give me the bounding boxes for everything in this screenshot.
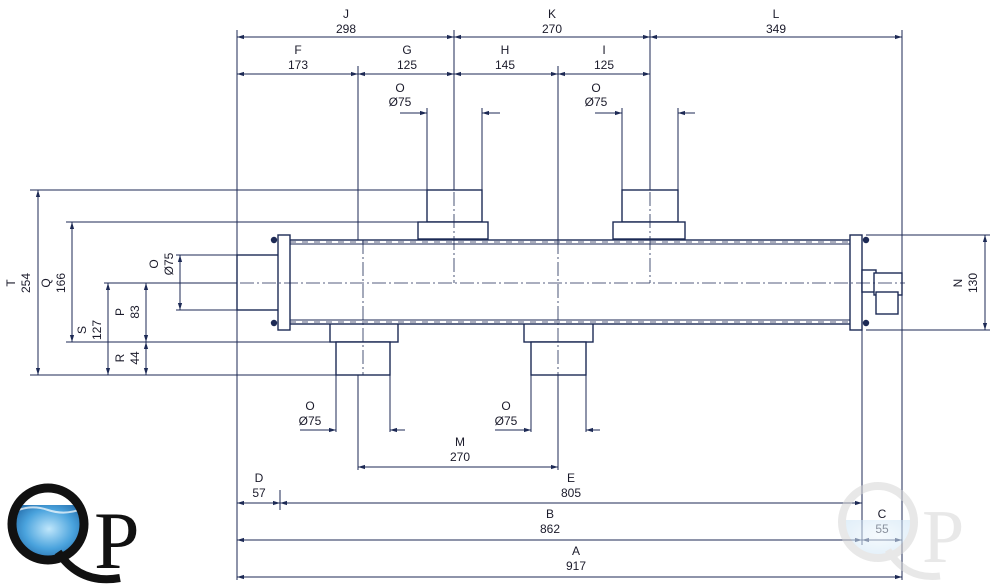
dim-R-letter: R (113, 353, 127, 362)
flange-right (849, 234, 863, 331)
dim-E-value: 805 (561, 486, 581, 500)
qp-logo: P (7, 483, 140, 586)
port-top-left-value: Ø75 (389, 95, 412, 109)
dim-A-value: 917 (566, 559, 586, 573)
svg-text:P: P (922, 495, 964, 579)
dim-P-letter: P (113, 308, 127, 316)
dim-S-value: 127 (90, 320, 104, 340)
port-bot-left-letter: O (305, 399, 314, 413)
qp-watermark-logo: P (838, 482, 964, 580)
port-bot-right-letter: O (501, 399, 510, 413)
port-top-right-letter: O (591, 81, 600, 95)
dim-K-letter: K (548, 7, 556, 21)
dim-H-letter: H (501, 43, 510, 57)
port-top-left-letter: O (395, 81, 404, 95)
dim-P-value: 83 (128, 305, 142, 319)
dim-D-letter: D (255, 471, 264, 485)
port-top-right-value: Ø75 (585, 95, 608, 109)
dim-M-value: 270 (450, 450, 470, 464)
port-bot-left-value: Ø75 (299, 414, 322, 428)
port-bot-right-value: Ø75 (495, 414, 518, 428)
dim-A-letter: A (572, 544, 580, 558)
dim-I-value: 125 (594, 58, 614, 72)
dim-J-letter: J (343, 7, 349, 21)
dim-Q-letter: Q (39, 278, 53, 287)
dim-G-value: 125 (397, 58, 417, 72)
dim-H-value: 145 (495, 58, 515, 72)
top-nozzle-left (426, 189, 483, 223)
dim-M-letter: M (455, 435, 465, 449)
dim-F-letter: F (294, 43, 301, 57)
flange-left (277, 234, 291, 331)
dim-R-value: 44 (128, 351, 142, 365)
dim-F-value: 173 (288, 58, 308, 72)
dim-B-letter: B (546, 507, 554, 521)
dim-J-value: 298 (336, 22, 356, 36)
svg-text:P: P (94, 495, 140, 586)
dim-K-value: 270 (542, 22, 562, 36)
dim-N-value: 130 (966, 273, 980, 293)
dimension-lines (35, 34, 988, 580)
port-side-letter: O (147, 259, 161, 268)
dim-B-value: 862 (540, 522, 560, 536)
dim-D-value: 57 (252, 486, 266, 500)
heater-body (236, 189, 905, 376)
dim-S-letter: S (75, 326, 89, 334)
side-inlet (236, 254, 281, 311)
bottom-nozzle-right (530, 341, 587, 376)
dim-E-letter: E (567, 471, 575, 485)
dim-I-letter: I (602, 43, 605, 57)
dim-Q-value: 166 (54, 273, 68, 293)
dim-N-letter: N (951, 279, 965, 288)
dim-T-value: 254 (19, 273, 33, 293)
main-barrel (281, 239, 853, 325)
dim-G-letter: G (402, 43, 411, 57)
dim-T-letter: T (4, 279, 18, 287)
dim-L-value: 349 (766, 22, 786, 36)
dimension-labels: J 298 K 270 L 349 F 173 G 125 H 145 I 12… (4, 7, 980, 573)
dim-L-letter: L (773, 7, 780, 21)
port-side-value: Ø75 (162, 252, 176, 275)
dim-C-letter: C (878, 507, 887, 521)
